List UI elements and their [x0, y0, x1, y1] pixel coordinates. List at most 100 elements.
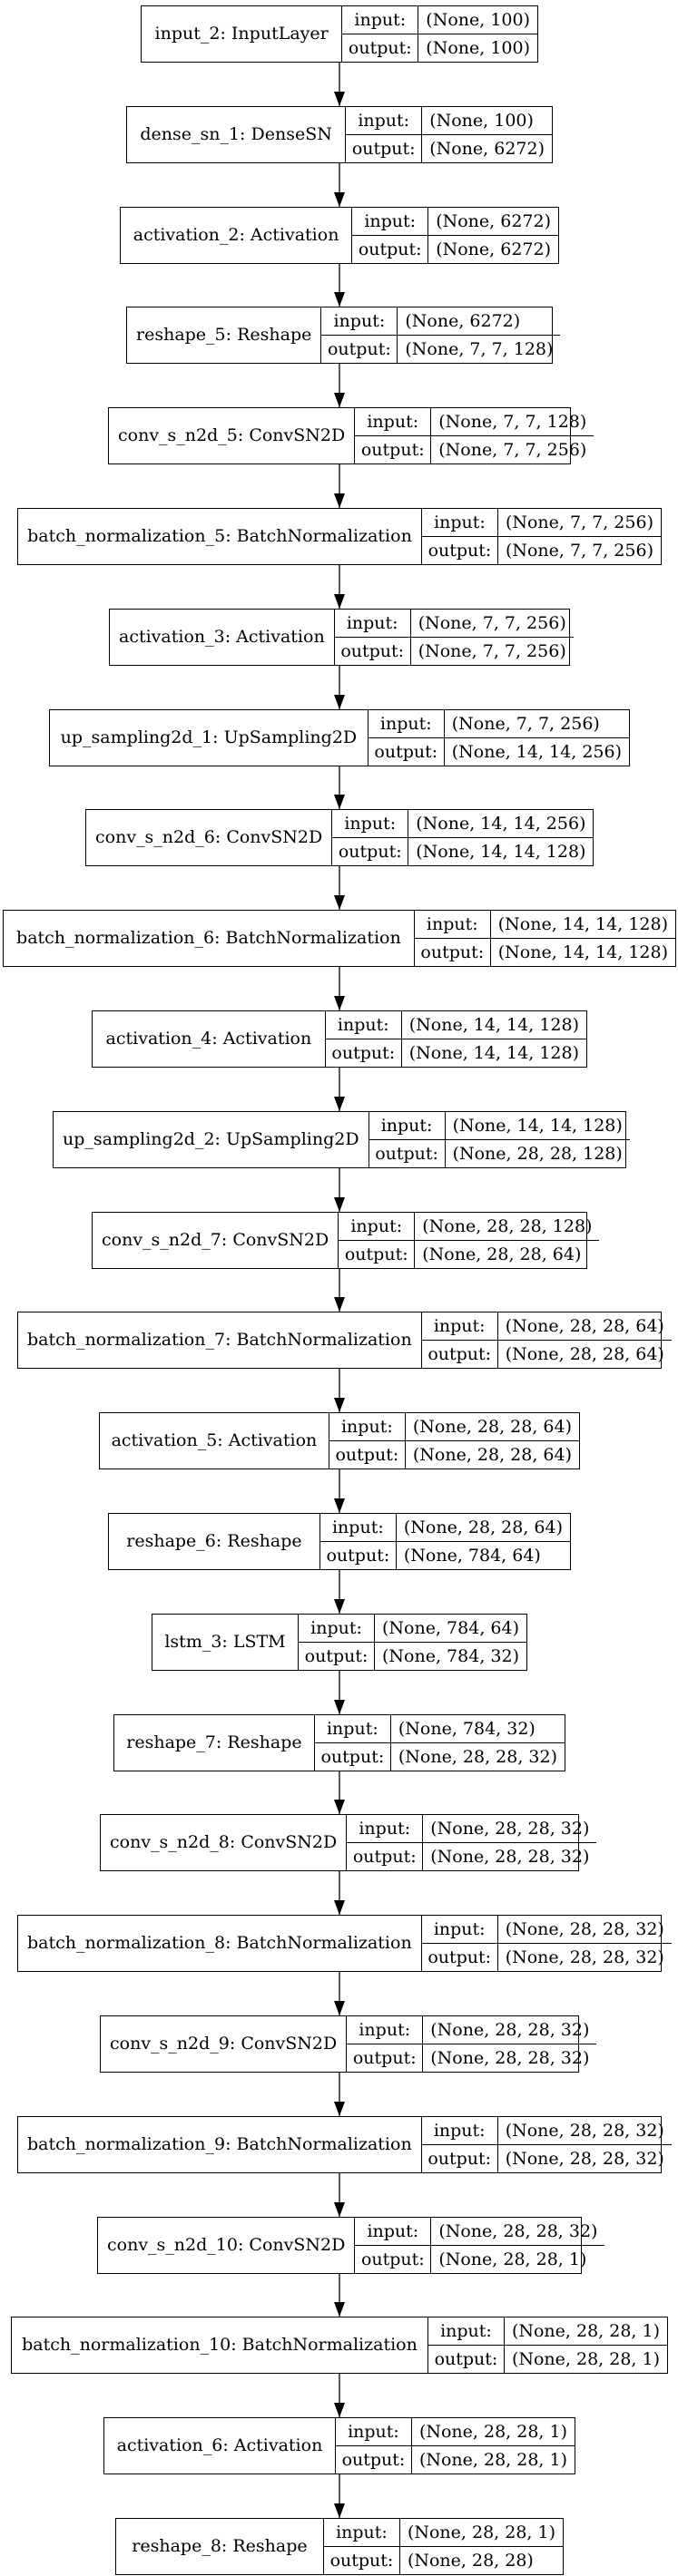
layer-output-label: output:	[422, 1341, 498, 1368]
layer-input-label: input:	[299, 1615, 376, 1642]
layer-output-row: output:(None, 784, 32)	[299, 1642, 526, 1670]
layer-input-row: input:(None, 7, 7, 256)	[368, 710, 629, 737]
layer-output-label: output:	[369, 1140, 446, 1167]
layer-output-shape: (None, 7, 7, 256)	[418, 640, 566, 661]
layer-output-shape: (None, 7, 7, 256)	[438, 439, 587, 460]
layer-input-shape: (None, 784, 64)	[382, 1617, 519, 1638]
layer-output-label: output:	[355, 2246, 432, 2273]
layer-input-row: input:(None, 6272)	[321, 307, 560, 335]
layer-input-row: input: (None, 6272)	[352, 208, 558, 235]
layer-input-row: input: (None, 7, 7, 128)	[355, 408, 594, 435]
layer-output-row: output:(None, 28, 28, 32)	[421, 1943, 672, 1971]
layer-input-shape: (None, 100)	[426, 9, 530, 30]
layer-input-shape: (None, 7, 7, 256)	[505, 512, 653, 532]
layer-input-row: input:(None, 28, 28, 32)	[347, 2016, 596, 2044]
layer-output-row: output:(None, 100)	[342, 34, 537, 62]
layer-input-shape: (None, 28, 28, 32)	[430, 1818, 590, 1839]
layer-output-label: output:	[321, 336, 398, 363]
layer-shapes: input: (None, 784, 64) output:(None, 784, …	[299, 1615, 526, 1670]
layer-output-label: output:	[342, 34, 419, 62]
layer-output-label: output:	[355, 436, 432, 463]
layer-input-label: input:	[352, 208, 429, 235]
layer-input-row: input:(None, 7, 7, 256)	[335, 610, 574, 637]
layer-input-shape: (None, 6272)	[436, 210, 551, 231]
layer-input-shape: (None, 28, 28, 32)	[505, 1918, 664, 1939]
layer-output-shape: (None, 28, 28, 64)	[412, 1444, 572, 1465]
layer-input-label: input:	[324, 2519, 400, 2546]
layer-output-shape: (None, 14, 14, 128)	[416, 841, 586, 862]
layer-name: dense_sn_1: DenseSN	[127, 107, 347, 162]
layer-input-label: input:	[339, 1213, 416, 1240]
layer-output-row: output:(None, 28, 28, 64)	[329, 1440, 579, 1469]
layer-input-row: input: (None, 28, 28, 1)	[324, 2519, 563, 2546]
layer-input-row: input:(None, 28, 28, 32)	[422, 2117, 672, 2144]
layer-output-shape: (None, 6272)	[429, 138, 545, 159]
layer-output-label: output:	[326, 1039, 402, 1067]
layer-output-row: output:(None, 6272)	[346, 134, 552, 162]
layer-input-label: input:	[369, 1112, 446, 1139]
layer-output-shape: (None, 14, 14, 128)	[408, 1042, 579, 1063]
layer-input-label: input:	[329, 1413, 406, 1440]
layer-input-shape: (None, 28, 28, 64)	[412, 1416, 572, 1437]
layer-output-shape: (None, 28, 28, 32)	[430, 1846, 590, 1867]
layer-shapes: input:(None, 28, 28, 1)output:(None, 28,…	[335, 2418, 575, 2474]
layer-shapes: input: (None, 7, 7, 128) output: (None, 7, …	[355, 408, 594, 463]
layer-output-row: output: (None, 28, 28, 32)	[347, 1842, 597, 1870]
layer-input-row: input: (None, 784, 32)	[315, 1715, 565, 1742]
layer-shapes: input:(None, 28, 28, 1)output:(None, 28,…	[427, 2317, 667, 2373]
layer-input-row: input:(None, 28, 28, 64)	[320, 1514, 570, 1541]
layer-shapes: input:(None, 14, 14, 256)output:(None, 1…	[332, 810, 594, 865]
layer-name: activation_6: Activation	[104, 2418, 336, 2474]
layer-name: conv_s_n2d_7: ConvSN2D	[93, 1213, 339, 1268]
layer-output-shape: (None, 28, 28, 1)	[418, 2449, 567, 2470]
layer-input-row: input:(None, 28, 28, 64)	[422, 1312, 672, 1340]
layer-input-shape: (None, 14, 14, 128)	[408, 1014, 579, 1035]
layer-input-label: input:	[415, 911, 491, 938]
layer-output-row: output: (None, 7, 7, 256)	[334, 637, 574, 665]
layer-output-row: output:(None, 14, 14, 128)	[332, 837, 594, 865]
layer-input-row: input: (None, 28, 28, 64)	[329, 1413, 579, 1440]
layer-shapes: input:(None, 28, 28, 64)output:(None, 78…	[319, 1514, 570, 1569]
layer-shapes: input:(None, 784, 32)output:(None, 28, 2…	[314, 1715, 565, 1771]
layer-input-row: input:(None, 28, 28, 1)	[336, 2418, 575, 2445]
layer-input-label: input:	[422, 1312, 498, 1340]
layer-input-label: input:	[422, 2117, 498, 2144]
layer-shapes: input:(None, 6272)output:(None, 6272)	[352, 208, 558, 263]
layer-output-row: output:(None, 28, 28, 128)	[368, 1139, 630, 1167]
layer-input-shape: (None, 784, 32)	[398, 1718, 536, 1739]
layer-input-shape: (None, 28, 28, 64)	[403, 1517, 563, 1537]
layer-output-label: output:	[335, 638, 411, 665]
layer-name: conv_s_n2d_8: ConvSN2D	[101, 1815, 348, 1870]
layer-input-label: input:	[347, 1815, 424, 1842]
layer-input-label: input:	[355, 408, 432, 435]
layer-input-shape: (None, 100)	[429, 110, 534, 131]
layer-input-row: input:(None, 28, 28, 32)	[422, 1916, 672, 1943]
layer-input-shape: (None, 14, 14, 128)	[497, 913, 668, 934]
layer-node-batch-normalization-8: batch_normalization_8: BatchNormalizatio…	[17, 1915, 672, 1972]
layer-name: conv_s_n2d_6: ConvSN2D	[86, 810, 333, 865]
layer-node-batch-normalization-9: batch_normalization_9: BatchNormalizatio…	[17, 2116, 672, 2173]
layer-input-label: input:	[315, 1715, 391, 1742]
layer-input-shape: (None, 6272)	[405, 310, 521, 331]
layer-name: input_2: InputLayer	[142, 6, 343, 62]
layer-input-row: input: (None, 28, 28, 32)	[347, 1815, 596, 1842]
layer-input-shape: (None, 28, 28, 1)	[407, 2522, 555, 2542]
layer-shapes: input: (None, 28, 28, 32) output: (None, 28…	[347, 1815, 597, 1870]
layer-output-label: output:	[347, 1843, 424, 1870]
layer-output-shape: (None, 28, 28, 64)	[505, 1343, 664, 1364]
layer-input-row: input:(None, 7, 7, 256)	[422, 509, 661, 536]
layer-input-label: input:	[335, 610, 411, 637]
layer-name: activation_4: Activation	[93, 1011, 326, 1067]
layer-input-shape: (None, 7, 7, 128)	[438, 411, 587, 432]
layer-input-row: input:(None, 100)	[342, 6, 537, 34]
layer-input-row: input:(None, 14, 14, 128)	[369, 1112, 630, 1139]
layer-output-label: output:	[339, 1241, 416, 1268]
